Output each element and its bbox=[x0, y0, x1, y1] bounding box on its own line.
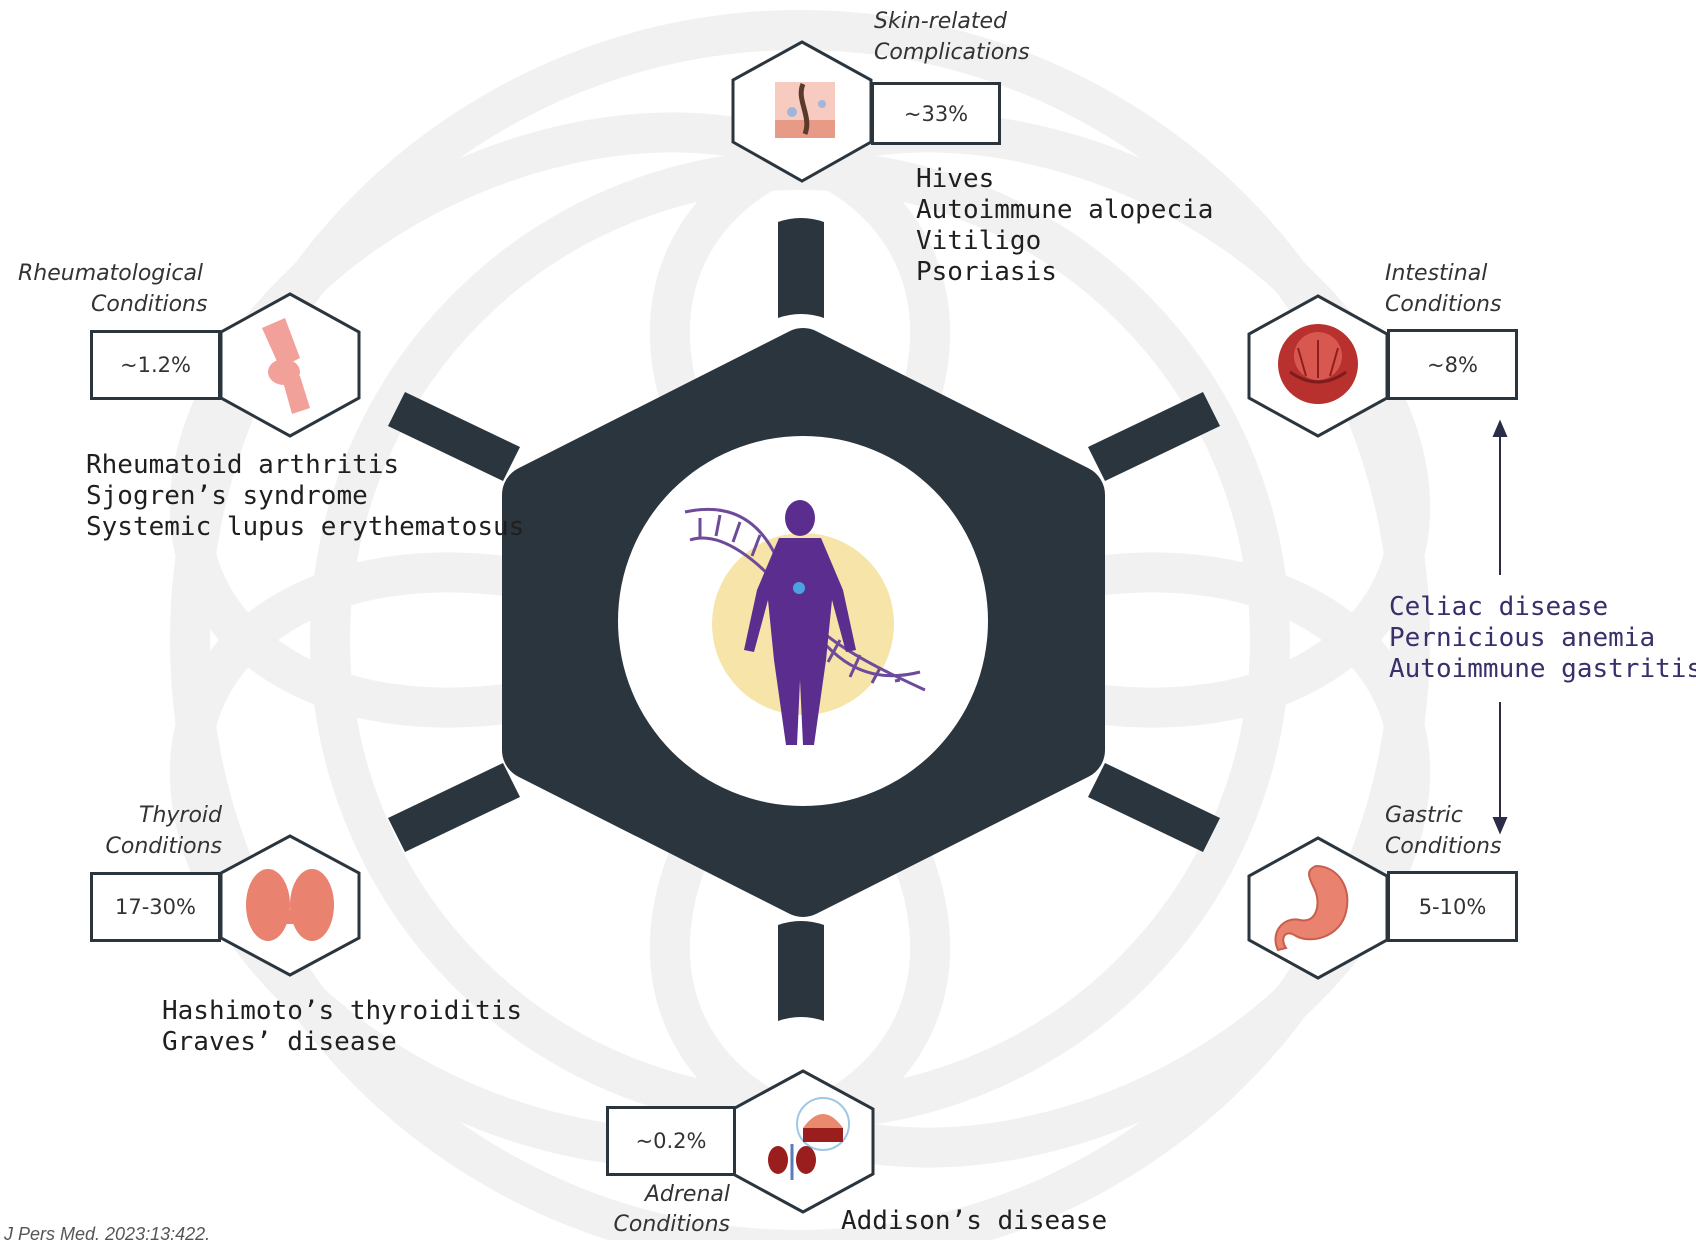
list-item: Autoimmune alopecia bbox=[916, 195, 1214, 225]
list-item: Sjogren’s syndrome bbox=[86, 481, 368, 511]
list-item: Hives bbox=[916, 164, 995, 194]
connector-bars bbox=[388, 218, 1220, 1021]
connector-lower-left bbox=[388, 763, 520, 852]
intestinal-percent: ~8% bbox=[1427, 352, 1478, 377]
intestine-villi-icon bbox=[1278, 324, 1358, 404]
gastric-category-line2: Conditions bbox=[1385, 834, 1502, 859]
skin-category-line2: Complications bbox=[874, 40, 1030, 65]
list-item: Hashimoto’s thyroiditis bbox=[162, 996, 523, 1026]
knee-joint-icon bbox=[262, 318, 310, 414]
adrenal-category-line1: Adrenal bbox=[644, 1182, 730, 1207]
connector-top bbox=[778, 218, 824, 318]
rheumatological-category-line2: Conditions bbox=[91, 292, 208, 317]
connector-upper-left bbox=[388, 392, 520, 481]
thyroid-conditions-list: Hashimoto’s thyroiditis Graves’ disease bbox=[162, 996, 522, 1058]
list-item: Graves’ disease bbox=[162, 1027, 397, 1057]
intestinal-category-line1: Intestinal bbox=[1385, 261, 1488, 286]
rheumatological-category-line1: Rheumatological bbox=[18, 261, 204, 286]
list-item: Systemic lupus erythematosus bbox=[86, 512, 525, 542]
adrenal-percent: ~0.2% bbox=[635, 1129, 707, 1153]
list-item: Vitiligo bbox=[916, 226, 1042, 256]
connector-bottom bbox=[778, 921, 824, 1021]
intestinal-category-label: Intestinal Conditions bbox=[1385, 258, 1501, 320]
rheumatological-percent-box: ~1.2% bbox=[90, 330, 221, 400]
list-item: Autoimmune gastritis bbox=[1389, 654, 1696, 684]
rheumatological-conditions-list: Rheumatoid arthritis Sjogren’s syndrome … bbox=[86, 450, 524, 543]
thyroid-icon bbox=[246, 869, 334, 941]
adrenal-kidney-icon bbox=[768, 1097, 850, 1180]
gi-conditions-list: Celiac disease Pernicious anemia Autoimm… bbox=[1389, 592, 1696, 685]
gastric-category-line1: Gastric bbox=[1385, 803, 1463, 828]
hex-thyroid bbox=[219, 834, 361, 977]
thyroid-category-line1: Thyroid bbox=[139, 803, 222, 828]
gi-link-arrow bbox=[1492, 419, 1508, 835]
adrenal-category-line2: Conditions bbox=[613, 1212, 730, 1237]
thyroid-category-label: Thyroid Conditions bbox=[92, 800, 222, 862]
thyroid-category-line2: Conditions bbox=[105, 834, 222, 859]
rheumatological-category-label: Rheumatological Conditions bbox=[18, 258, 207, 320]
center-hub bbox=[502, 328, 1105, 917]
thyroid-percent-box: 17-30% bbox=[90, 872, 221, 942]
gut-marker-icon bbox=[793, 582, 805, 594]
adrenal-percent-box: ~0.2% bbox=[606, 1106, 736, 1176]
skin-percent: ~33% bbox=[903, 101, 969, 126]
connector-lower-right bbox=[1088, 763, 1220, 852]
stomach-icon bbox=[1274, 864, 1349, 952]
adrenal-conditions-list: Addison’s disease bbox=[841, 1206, 1107, 1237]
list-item: Psoriasis bbox=[916, 257, 1057, 287]
skin-category-line1: Skin-related bbox=[874, 9, 1007, 34]
citation: J Pers Med. 2023;13:422. bbox=[4, 1224, 211, 1240]
list-item: Pernicious anemia bbox=[1389, 623, 1656, 653]
gastric-percent: 5-10% bbox=[1418, 894, 1487, 919]
list-item: Addison’s disease bbox=[841, 1206, 1108, 1236]
skin-icon bbox=[775, 82, 835, 138]
skin-percent-box: ~33% bbox=[871, 82, 1001, 145]
skin-category-label: Skin-related Complications bbox=[874, 6, 1030, 68]
human-figure-icon bbox=[744, 500, 856, 745]
list-item: Celiac disease bbox=[1389, 592, 1609, 622]
intestinal-percent-box: ~8% bbox=[1387, 329, 1518, 400]
rheumatological-percent: ~1.2% bbox=[120, 353, 191, 377]
thyroid-percent: 17-30% bbox=[115, 895, 196, 919]
skin-conditions-list: Hives Autoimmune alopecia Vitiligo Psori… bbox=[916, 164, 1213, 288]
list-item: Rheumatoid arthritis bbox=[86, 450, 400, 480]
gastric-percent-box: 5-10% bbox=[1387, 871, 1518, 942]
intestinal-category-line2: Conditions bbox=[1385, 292, 1502, 317]
gastric-category-label: Gastric Conditions bbox=[1385, 800, 1501, 862]
adrenal-category-label: Adrenal Conditions bbox=[600, 1180, 730, 1240]
connector-upper-right bbox=[1088, 392, 1220, 481]
